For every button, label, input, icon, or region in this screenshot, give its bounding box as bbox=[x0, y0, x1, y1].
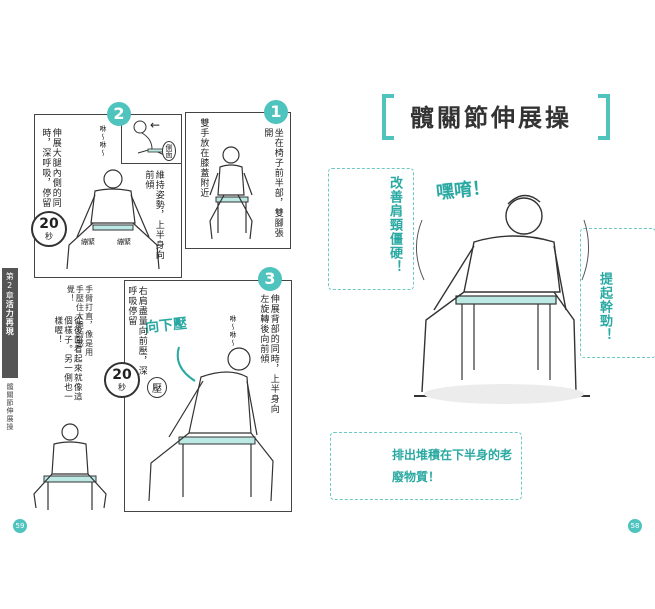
bottom-left-note: 手臂打直，像是用手壓住大腿的感覺！ bbox=[66, 285, 94, 357]
step2-text1: 維持姿勢，上半身向前傾 bbox=[143, 170, 164, 260]
step3-press-badge: 壓 bbox=[147, 377, 167, 398]
page-title-bracket: 髖關節伸展操 bbox=[382, 94, 610, 140]
step3-panel: 向下壓 壓 咻～咻～ bbox=[124, 280, 292, 512]
bracket-left bbox=[382, 94, 394, 140]
step1-figure-illustration bbox=[209, 146, 253, 240]
main-figure-illustration bbox=[414, 194, 590, 404]
bracket-right bbox=[598, 94, 610, 140]
step1-panel bbox=[185, 112, 291, 249]
step3-seconds-unit: 秒 bbox=[118, 383, 126, 392]
back-view-illustration bbox=[33, 423, 107, 510]
callout-box-3 bbox=[330, 432, 522, 500]
step2-arrow-icon: ← bbox=[150, 118, 161, 132]
step2-seconds-unit: 秒 bbox=[45, 232, 53, 241]
step1-text2: 雙手放在膝蓋附近 bbox=[198, 118, 209, 198]
step2-seconds-badge: 20 秒 bbox=[31, 211, 67, 247]
page-title: 髖關節伸展操 bbox=[410, 104, 572, 132]
step2-leg-label-right: 繃緊 bbox=[117, 238, 131, 246]
chapter-tab-title: 活力再現 bbox=[5, 300, 15, 336]
callout-2: 提起幹勁！ bbox=[596, 272, 612, 342]
left-page-number: 59 bbox=[13, 519, 27, 533]
step3-banner: 向下壓 bbox=[144, 315, 188, 337]
step3-text2: 右肩盡量向前壓，深呼吸停留 bbox=[126, 286, 147, 376]
chapter-tab-chapter: 第2章 bbox=[5, 272, 15, 300]
step2-seconds-value: 20 bbox=[39, 216, 59, 232]
callout-box-2 bbox=[580, 228, 655, 358]
step2-panel: 側面 繃緊 繃緊 咻～咻～ bbox=[34, 114, 182, 278]
step3-text1: 伸展背部的同時，上半身向左旋轉後向前傾 bbox=[258, 294, 279, 414]
chapter-tab: 第2章 活力再現 bbox=[2, 268, 18, 378]
step2-number-badge: 2 bbox=[107, 102, 131, 126]
chapter-tab-sub: 髖關節伸展操 bbox=[6, 383, 15, 431]
step3-number-badge: 3 bbox=[258, 267, 282, 291]
step2-leg-label-left: 繃緊 bbox=[81, 238, 95, 246]
step3-seconds-value: 20 bbox=[112, 367, 132, 383]
step2-grunt: 咻～咻～ bbox=[99, 125, 108, 157]
side-label-badge: 側面 bbox=[162, 141, 176, 161]
step3-grunt: 咻～咻～ bbox=[229, 315, 238, 347]
callout-3: 排出堆積在下半身的老廢物質！ bbox=[392, 444, 512, 488]
step3-seconds-badge: 20 秒 bbox=[104, 362, 140, 398]
side-view-illustration bbox=[133, 120, 165, 156]
callout-1: 改善肩頸僵硬！ bbox=[386, 176, 402, 274]
step1-text1: 坐在椅子前半部，雙腳張開 bbox=[262, 128, 283, 238]
callout-box-1 bbox=[328, 168, 414, 290]
callout-3-text: 排出堆積在下半身的老廢物質！ bbox=[392, 448, 513, 484]
step2-figure-illustration bbox=[66, 169, 160, 270]
right-page-number: 58 bbox=[628, 519, 642, 533]
side-view-inset: 側面 bbox=[121, 115, 182, 164]
step2-text2: 伸展大腿內側的同時，深呼吸，停留 bbox=[40, 128, 61, 208]
step1-number-badge: 1 bbox=[264, 100, 288, 124]
step3-figure-illustration bbox=[148, 346, 274, 502]
bottom-left-text: 從後面看起來就像這個樣子。另一側也一樣喔！ bbox=[52, 316, 83, 402]
